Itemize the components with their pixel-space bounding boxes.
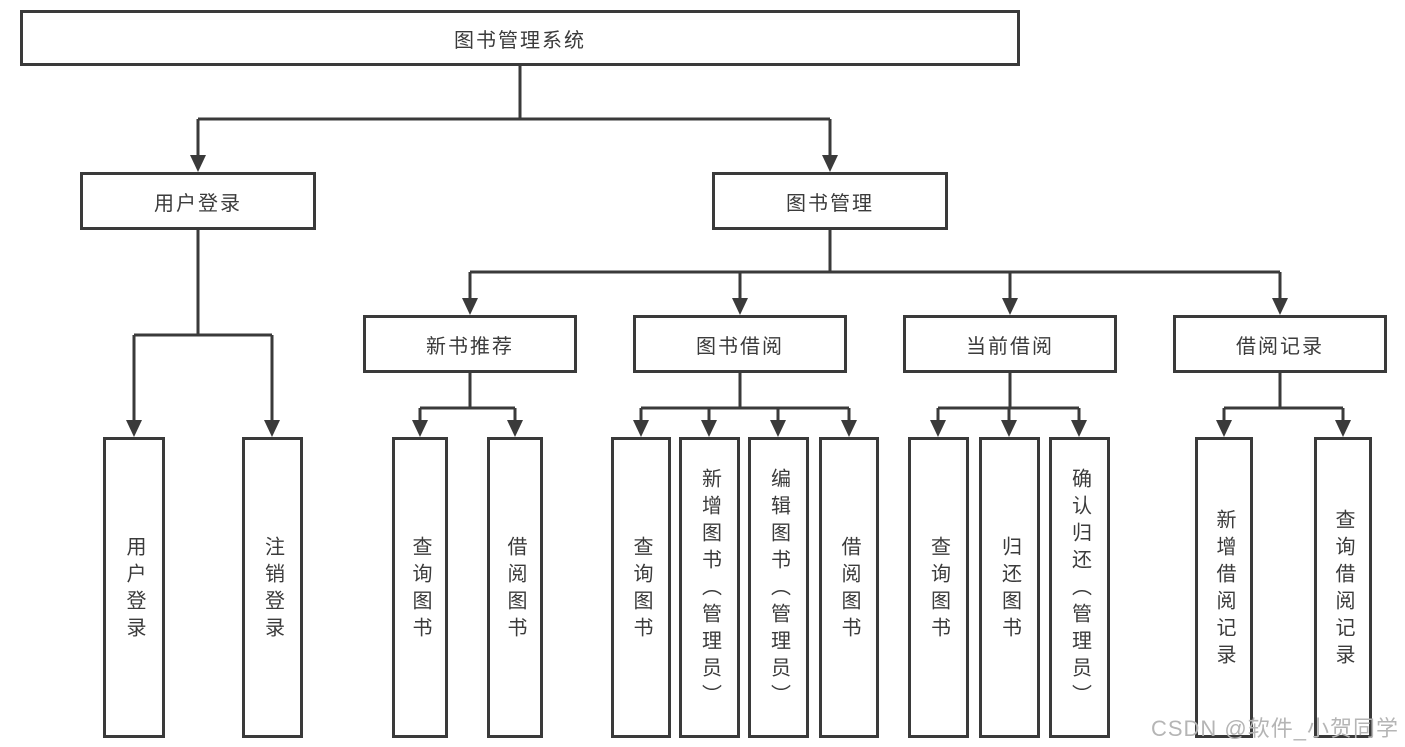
leaf-add-books-admin: 新增图书（管理员）	[679, 437, 740, 738]
arrowhead	[841, 420, 857, 437]
arrowhead	[126, 420, 142, 437]
arrowhead	[822, 155, 838, 172]
arrowhead	[732, 298, 748, 315]
edge-current-borrow	[936, 373, 1081, 424]
node-book-management: 图书管理	[712, 172, 948, 230]
arrowhead	[701, 420, 717, 437]
leaf-return-books: 归还图书	[979, 437, 1040, 738]
arrowhead	[412, 420, 428, 437]
arrowhead	[1001, 420, 1017, 437]
node-book-borrow: 图书借阅	[633, 315, 847, 373]
arrowhead	[264, 420, 280, 437]
arrowhead	[633, 420, 649, 437]
watermark: CSDN @软件_小贺同学	[1150, 716, 1399, 741]
arrowhead	[1272, 298, 1288, 315]
arrowhead	[770, 420, 786, 437]
edge-borrow-records	[1222, 373, 1345, 424]
leaf-query-borrow-record: 查询借阅记录	[1314, 437, 1372, 738]
leaf-user-login: 用户登录	[103, 437, 165, 738]
arrowhead	[462, 298, 478, 315]
leaf-logout: 注销登录	[242, 437, 303, 738]
leaf-query-books-recommend: 查询图书	[392, 437, 448, 738]
leaf-query-books-current: 查询图书	[908, 437, 969, 738]
leaf-edit-books-admin: 编辑图书（管理员）	[748, 437, 809, 738]
arrowhead	[930, 420, 946, 437]
node-system-root: 图书管理系统	[20, 10, 1020, 66]
leaf-query-books-borrow: 查询图书	[611, 437, 671, 738]
node-current-borrow: 当前借阅	[903, 315, 1117, 373]
edge-book-borrow	[639, 373, 851, 424]
arrowhead	[1335, 420, 1351, 437]
edge-book-management	[468, 230, 1282, 302]
arrowhead	[1071, 420, 1087, 437]
arrowhead	[1002, 298, 1018, 315]
leaf-borrow-books: 借阅图书	[819, 437, 879, 738]
arrowhead	[190, 155, 206, 172]
edge-user-login	[132, 230, 274, 424]
node-user-login: 用户登录	[80, 172, 316, 230]
edge-root-stem	[196, 66, 832, 158]
arrowhead	[1216, 420, 1232, 437]
node-borrow-records: 借阅记录	[1173, 315, 1387, 373]
leaf-add-borrow-record: 新增借阅记录	[1195, 437, 1253, 738]
leaf-confirm-return-admin: 确认归还（管理员）	[1049, 437, 1110, 738]
edge-new-book-recommend	[418, 373, 517, 424]
node-new-book-recommend: 新书推荐	[363, 315, 577, 373]
leaf-borrow-books-recommend: 借阅图书	[487, 437, 543, 738]
arrowhead	[507, 420, 523, 437]
